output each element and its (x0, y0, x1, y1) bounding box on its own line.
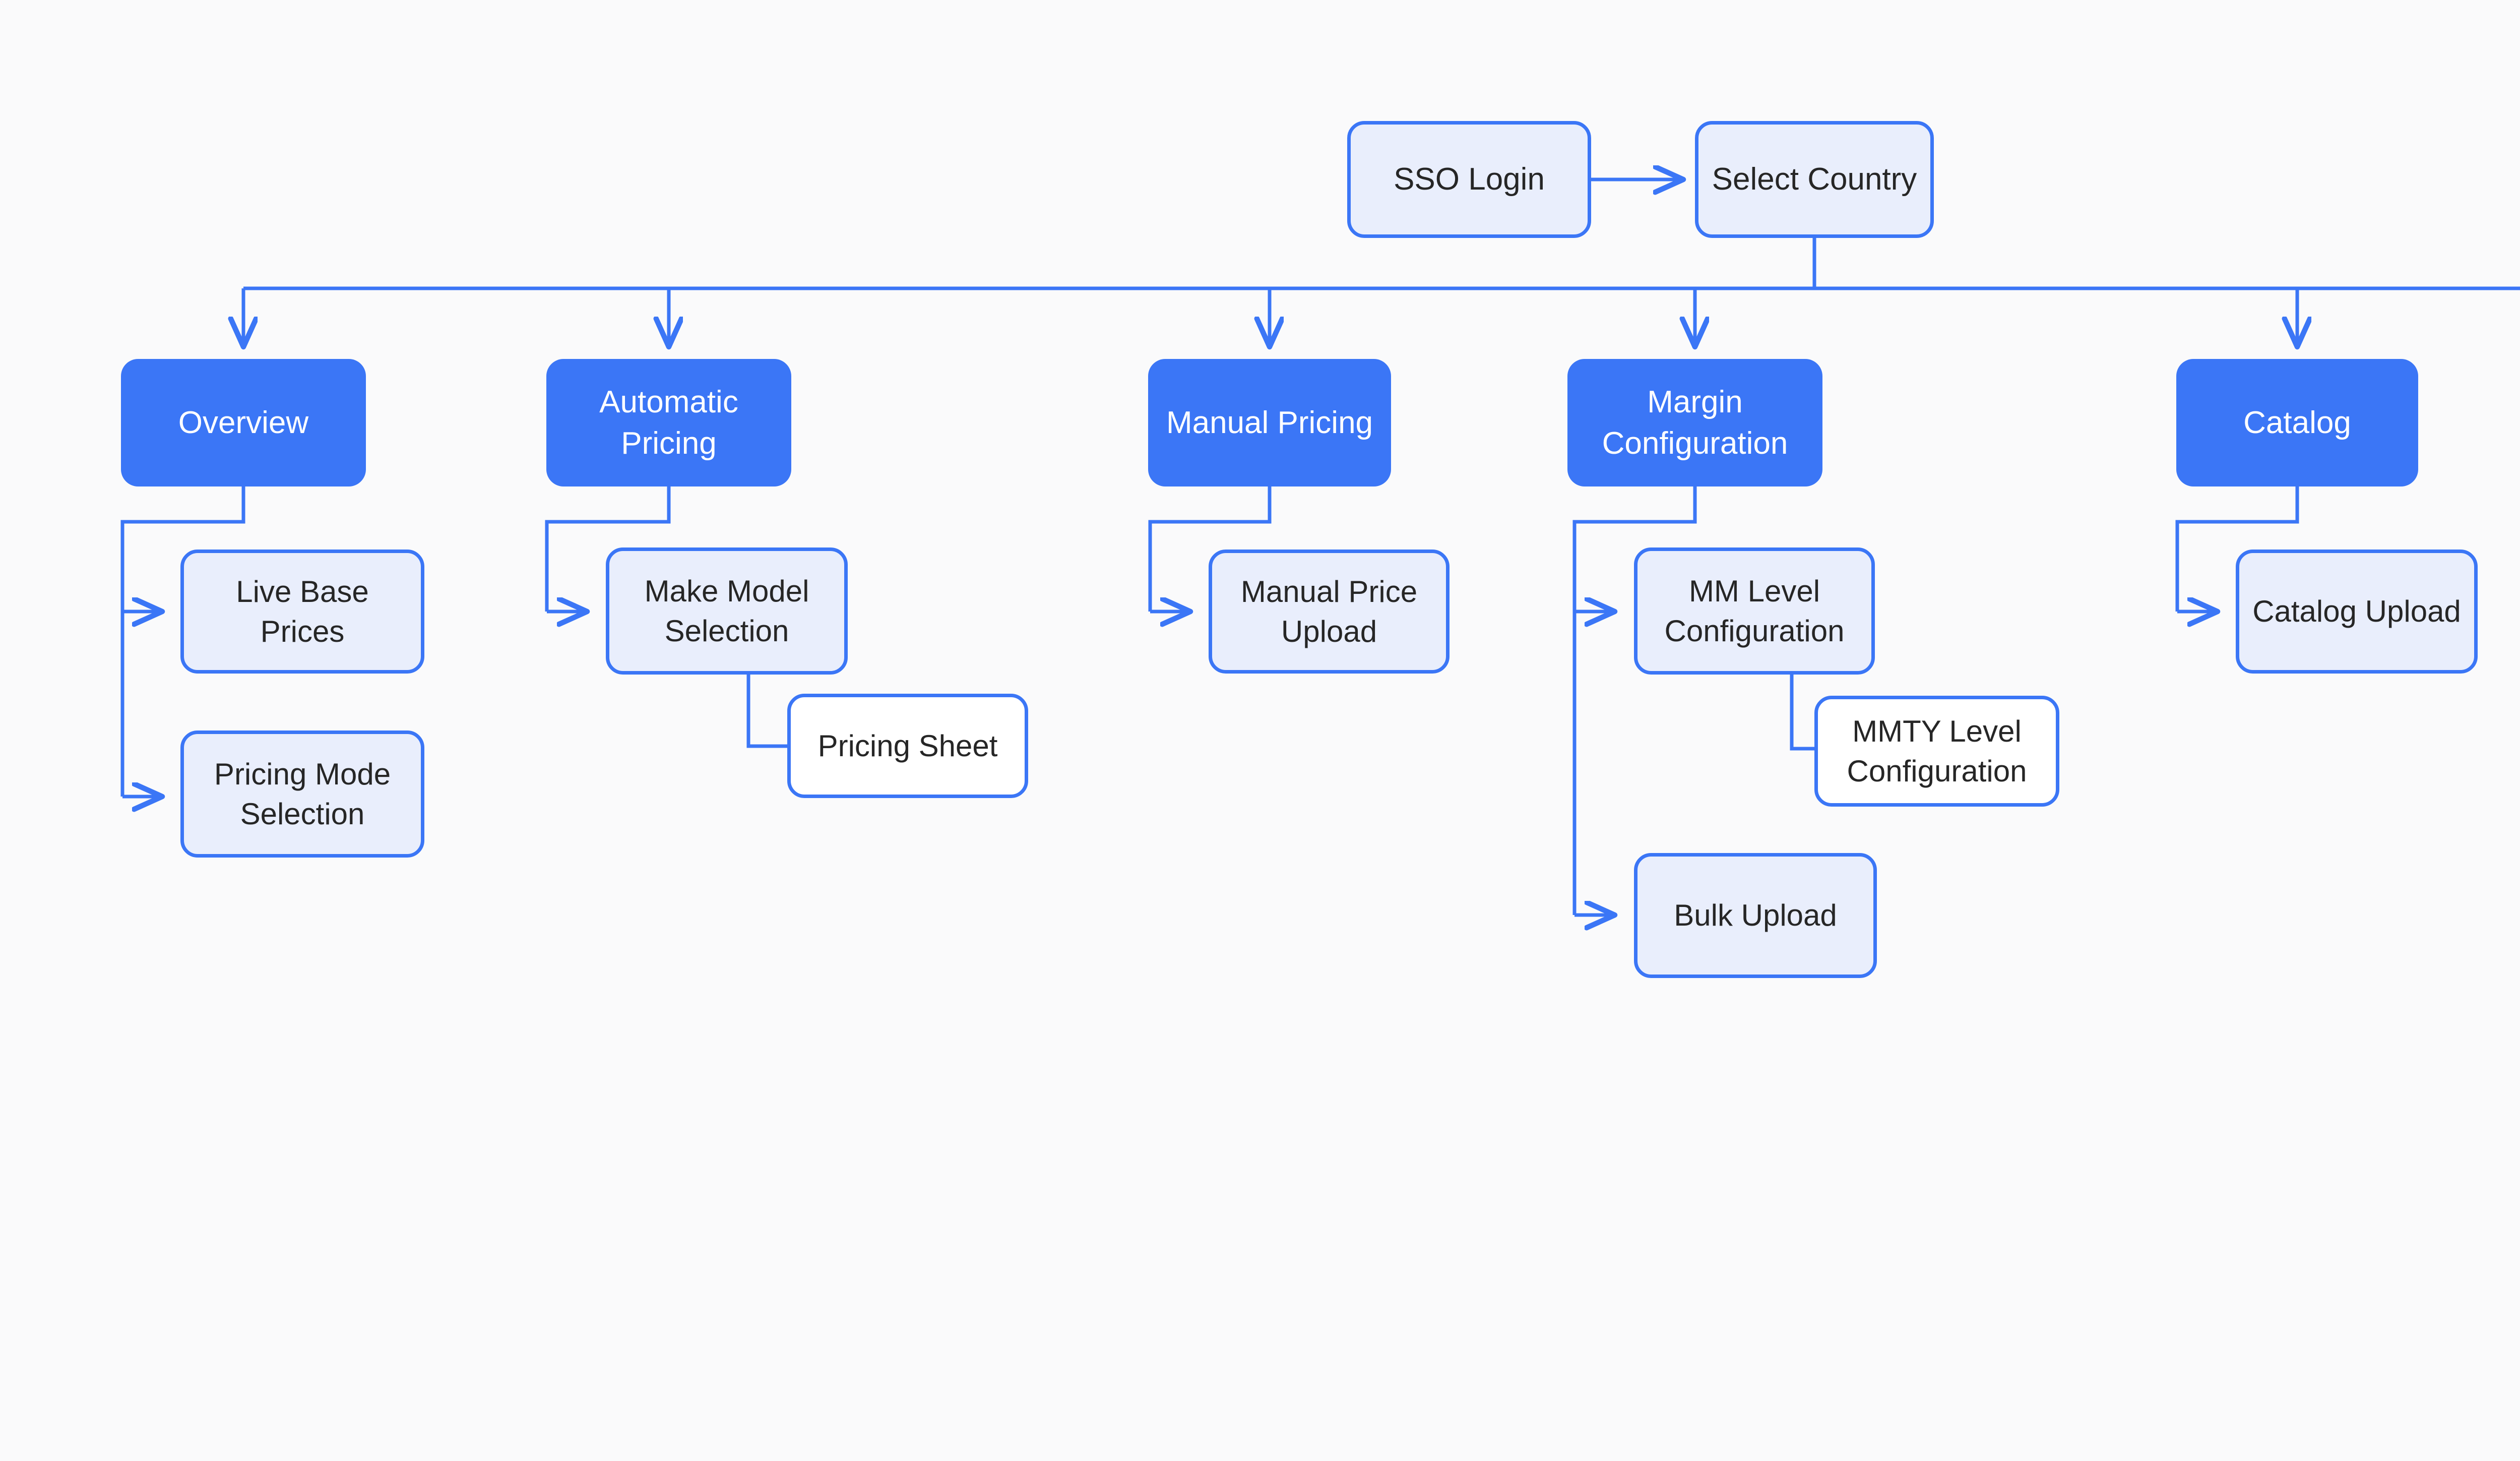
node-bulk-upload[interactable]: Bulk Upload (1634, 853, 1877, 978)
edge-make-model-trunk (746, 673, 784, 748)
node-pricing-sheet[interactable]: Pricing Sheet (787, 694, 1028, 798)
node-manual-pricing[interactable]: Manual Pricing (1148, 359, 1391, 486)
node-live-base-prices[interactable]: Live Base Prices (180, 550, 424, 674)
node-make-model-selection[interactable]: Make Model Selection (606, 547, 848, 675)
node-pricing-mode-selection[interactable]: Pricing Mode Selection (180, 730, 424, 858)
node-automatic-pricing[interactable]: Automatic Pricing (546, 359, 791, 486)
node-catalog-upload[interactable]: Catalog Upload (2236, 550, 2478, 674)
node-mmty-level-configuration[interactable]: MMTY Level Configuration (1814, 696, 2059, 807)
node-sso-login[interactable]: SSO Login (1347, 121, 1591, 238)
node-manual-price-upload[interactable]: Manual Price Upload (1209, 550, 1450, 674)
node-overview[interactable]: Overview (121, 359, 366, 486)
node-catalog[interactable]: Catalog (2176, 359, 2418, 486)
node-select-country[interactable]: Select Country (1695, 121, 1934, 238)
node-margin-configuration[interactable]: Margin Configuration (1567, 359, 1822, 486)
node-mm-level-configuration[interactable]: MM Level Configuration (1634, 547, 1875, 675)
